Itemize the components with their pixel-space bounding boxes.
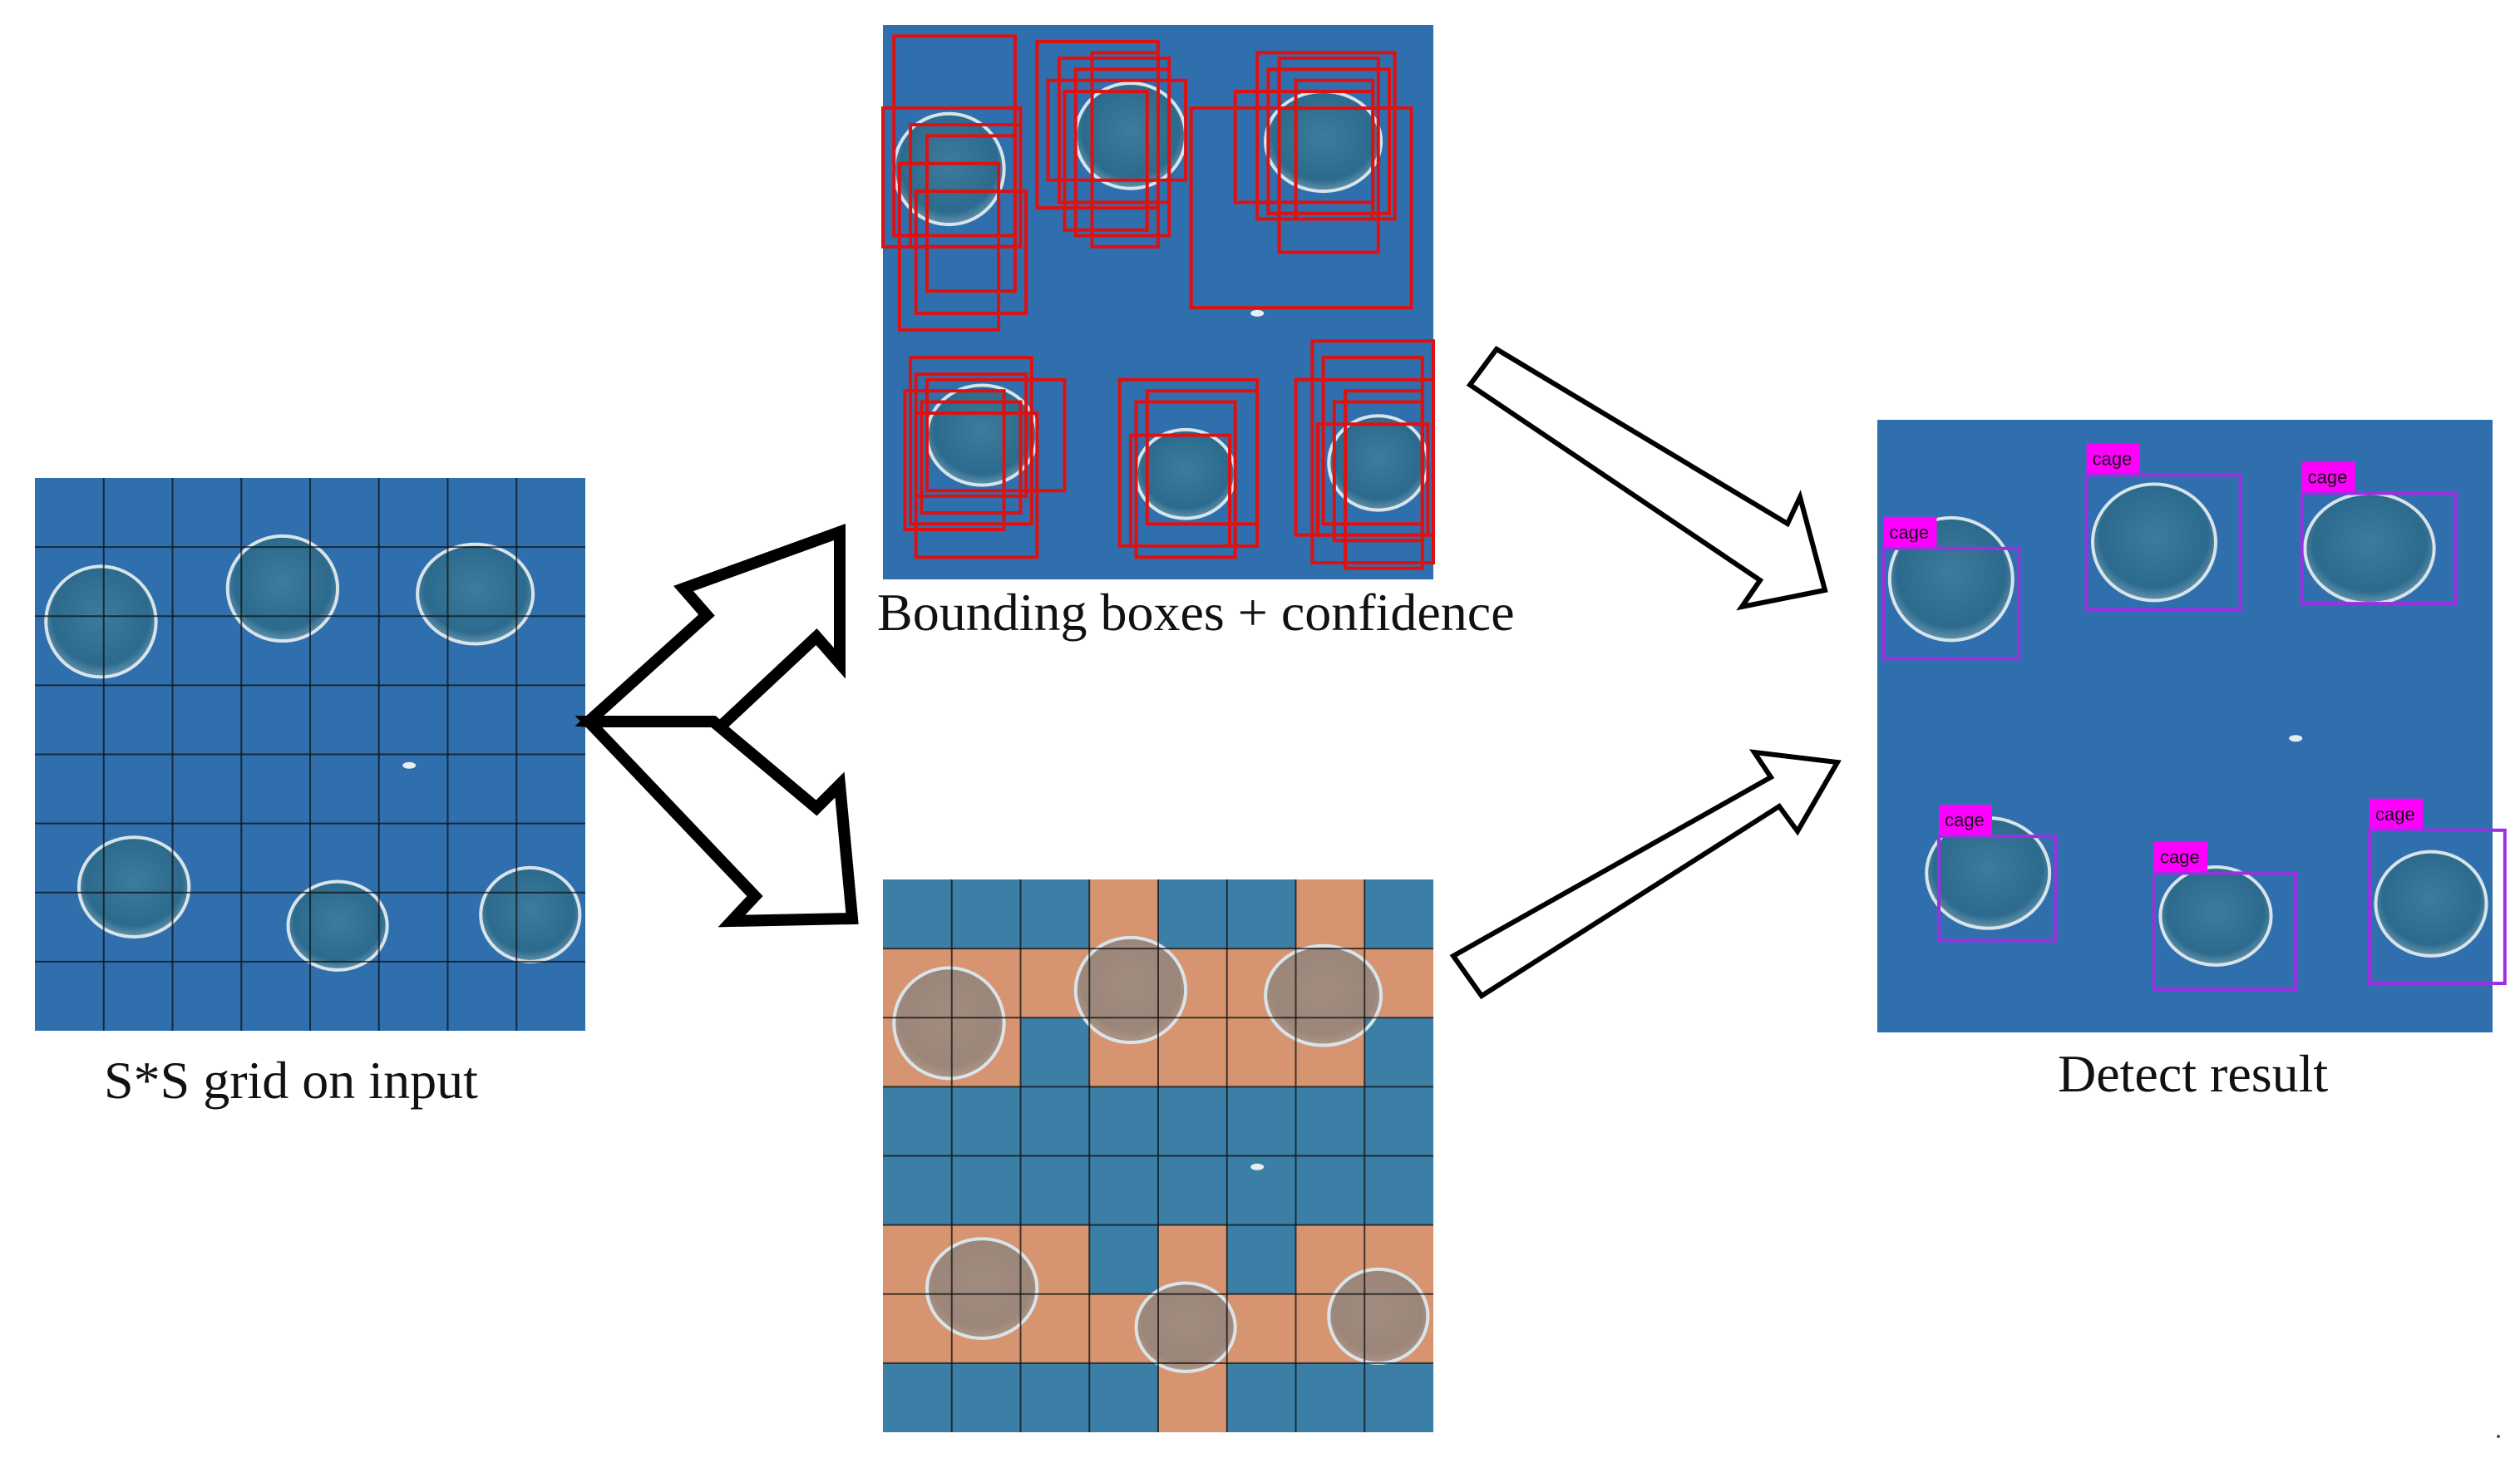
candidate-bounding-box (925, 134, 1017, 293)
candidate-bounding-box (914, 411, 1039, 559)
boat (1250, 1163, 1265, 1170)
detection-box (2300, 491, 2458, 606)
bounding-boxes-image (881, 25, 1435, 579)
fish-cage (286, 879, 389, 972)
fish-cage (44, 564, 158, 679)
fish-cage (2091, 482, 2217, 603)
candidate-bounding-box (1277, 57, 1380, 254)
detection-label: cage (1945, 810, 1985, 830)
detection-label: cage (1889, 522, 1929, 543)
detection-label-background (2154, 841, 2207, 872)
fish-cage (1327, 1267, 1430, 1365)
candidate-bounding-box (925, 377, 1067, 493)
detection-label: cage (2308, 466, 2348, 487)
detection-box (2368, 828, 2507, 986)
candidate-bounding-box (914, 190, 1028, 315)
candidate-bounding-box (1128, 433, 1232, 548)
candidate-bounding-box (897, 161, 1001, 332)
detection-label-background (1883, 516, 1937, 547)
candidate-bounding-box (1315, 422, 1430, 537)
candidate-bounding-box (909, 356, 1033, 526)
candidate-bounding-box (1266, 67, 1392, 215)
detection-label: cage (2160, 846, 2200, 867)
candidate-bounding-box (1189, 106, 1413, 310)
detection-label: cage (2375, 804, 2415, 825)
arrow-to-result-lower (1449, 749, 1842, 1000)
candidate-bounding-box (1063, 90, 1149, 232)
detect-result-image: cage cage cage cage cage cage (1877, 420, 2507, 1032)
boat (2289, 735, 2303, 742)
fish-cage (892, 966, 1006, 1081)
fish-cage (925, 1237, 1039, 1340)
fish-cage (2303, 491, 2436, 606)
detection-box (2084, 473, 2242, 612)
input-grid-image (35, 478, 585, 1031)
candidate-bounding-box (920, 400, 1023, 515)
detection-box (1881, 546, 2021, 661)
class-probability-cell (1226, 1293, 1296, 1363)
candidate-bounding-box (1090, 51, 1161, 249)
fish-cage (416, 542, 535, 646)
fish-cage (479, 865, 582, 963)
candidate-bounding-box (909, 123, 1023, 249)
class-probability-cell (1158, 1362, 1227, 1432)
candidate-bounding-box (1145, 389, 1260, 526)
arrow-to-result-upper (1466, 346, 1828, 611)
candidate-bounding-box (903, 389, 1006, 531)
caption-bounding-boxes: Bounding boxes + confidence (877, 583, 1515, 642)
detection-label-background (2301, 461, 2355, 492)
candidate-bounding-box (1294, 78, 1375, 221)
fish-cage (1264, 90, 1383, 194)
candidate-bounding-box (1046, 78, 1188, 182)
fish-cage (1264, 943, 1383, 1047)
detection-label-background (2370, 798, 2423, 829)
detection-label-background (1939, 805, 1992, 835)
fish-cage (1073, 935, 1188, 1045)
fish-cage (225, 534, 340, 643)
caption-input-grid: S*S grid on input (104, 1051, 478, 1110)
detection-label: cage (2093, 448, 2133, 469)
boat (1250, 309, 1265, 317)
split-arrow-down (575, 716, 859, 928)
candidate-bounding-box (1073, 67, 1171, 238)
class-probability-map-image (883, 879, 1433, 1432)
stray-dot (2497, 1435, 2500, 1438)
fish-cage (76, 835, 191, 938)
fish-cage (2374, 850, 2488, 958)
split-arrow-up (575, 524, 846, 740)
class-probability-cell (1295, 879, 1365, 949)
boat (402, 761, 417, 769)
candidate-bounding-box (1344, 389, 1424, 570)
fish-cage (2158, 865, 2273, 967)
detection-box (2153, 871, 2298, 992)
candidate-bounding-boxes (881, 34, 1435, 570)
detection-box (1937, 835, 2058, 943)
fish-cage (1134, 1281, 1237, 1373)
fish-cage (1134, 427, 1237, 520)
detection-boxes: cage cage cage cage cage cage (1881, 443, 2507, 992)
candidate-bounding-box (1134, 400, 1237, 559)
caption-detect-result: Detect result (2058, 1044, 2329, 1103)
detection-label-background (2086, 443, 2140, 474)
